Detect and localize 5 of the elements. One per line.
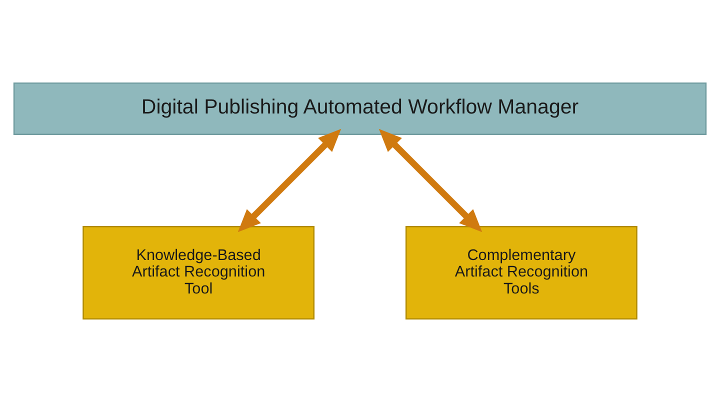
arrow <box>238 128 342 232</box>
node-box: Knowledge-Based Artifact Recognition Tool <box>82 225 315 320</box>
node-box: Complementary Artifact Recognition Tools <box>405 225 638 320</box>
arrow <box>378 128 482 232</box>
node-box: Digital Publishing Automated Workflow Manager <box>13 82 707 135</box>
